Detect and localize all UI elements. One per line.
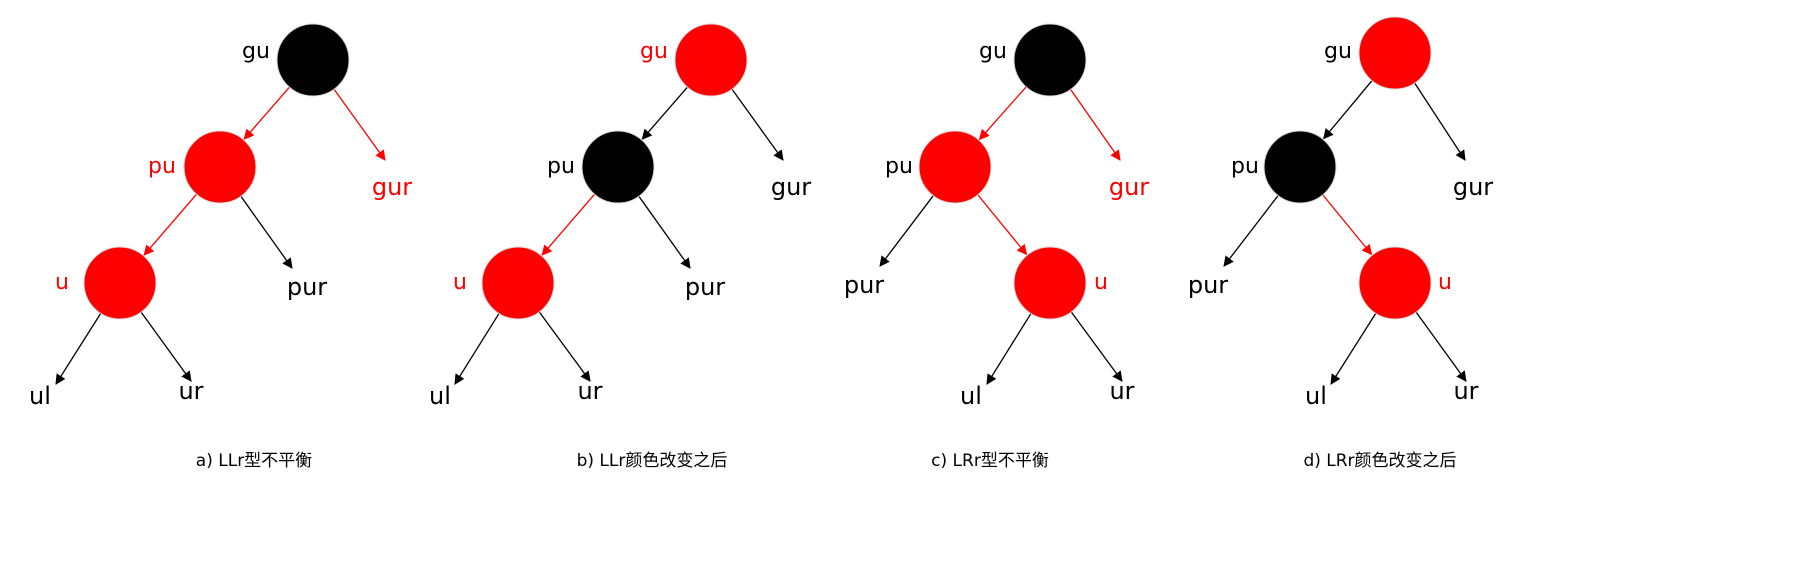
node-gu-label: gu: [640, 39, 668, 64]
edge-pu-to-pur: [879, 195, 934, 267]
edge-u-to-ur: [1070, 311, 1123, 382]
edge-gu-to-gur: [1070, 89, 1121, 161]
node-gu-circle: [276, 23, 350, 97]
edge-gu-to-gur: [731, 88, 784, 161]
edge-pu-to-pur: [240, 195, 293, 269]
node-pu-circle: [581, 130, 655, 204]
node-gu-circle: [1013, 23, 1087, 97]
edge-u-to-ul: [1330, 313, 1377, 385]
leaf-ur-label: ur: [1109, 377, 1134, 405]
edge-gu-to-gur: [333, 88, 386, 161]
edge-gu-to-pu: [641, 86, 688, 140]
leaf-pur-label: pur: [844, 271, 884, 299]
leaf-ul-label: ul: [1305, 382, 1327, 410]
node-gu-circle: [1358, 16, 1432, 90]
node-pu-circle: [1263, 130, 1337, 204]
edge-u-to-ur: [140, 311, 192, 382]
edge-u-to-ur: [538, 311, 591, 382]
panel-caption: a) LLr型不平衡: [196, 451, 312, 471]
leaf-gur-label: gur: [372, 173, 412, 201]
edge-pu-to-u: [977, 194, 1028, 256]
leaf-pur-label: pur: [287, 273, 327, 301]
panel-caption: d) LRr颜色改变之后: [1303, 451, 1456, 471]
node-pu-circle: [918, 130, 992, 204]
edge-gu-to-gur: [1414, 82, 1466, 161]
node-u-label: u: [1438, 270, 1452, 295]
edge-pu-to-pur: [638, 195, 691, 269]
leaf-ul-label: ul: [960, 382, 982, 410]
tree-panel-1: gu pu u gur pur ul ur a) LLr型不平衡: [29, 23, 412, 471]
node-gu-circle: [674, 23, 748, 97]
edge-u-to-ul: [454, 313, 500, 385]
leaf-gur-label: gur: [1453, 173, 1493, 201]
node-pu-label: pu: [547, 154, 575, 179]
node-pu-label: pu: [148, 154, 176, 179]
leaf-pur-label: pur: [685, 273, 725, 301]
node-u-circle: [83, 246, 157, 320]
leaf-pur-label: pur: [1188, 271, 1228, 299]
edge-pu-to-u: [143, 193, 197, 256]
node-gu-label: gu: [979, 39, 1007, 64]
node-u-label: u: [453, 270, 467, 295]
edge-u-to-ul: [986, 313, 1032, 385]
node-u-circle: [481, 246, 555, 320]
node-pu-label: pu: [1231, 154, 1259, 179]
leaf-gur-label: gur: [771, 173, 811, 201]
node-u-circle: [1358, 246, 1432, 320]
edge-pu-to-u: [1322, 194, 1373, 256]
edge-gu-to-pu: [1323, 80, 1373, 140]
node-pu-circle: [183, 130, 257, 204]
leaf-ur-label: ur: [1453, 377, 1478, 405]
tree-panel-4: gu pu u gur pur ul ur d) LRr颜色改变之后: [1188, 16, 1493, 471]
leaf-ul-label: ul: [29, 382, 51, 410]
node-u-label: u: [55, 270, 69, 295]
edge-u-to-ur: [1415, 311, 1467, 382]
edge-gu-to-pu: [243, 86, 290, 140]
node-gu-label: gu: [242, 39, 270, 64]
edge-pu-to-u: [541, 193, 595, 256]
leaf-ur-label: ur: [178, 377, 203, 405]
leaf-ur-label: ur: [577, 377, 602, 405]
tree-panel-2: gu pu u gur pur ul ur b) LLr颜色改变之后: [429, 23, 811, 471]
node-pu-label: pu: [885, 154, 913, 179]
panel-caption: b) LLr颜色改变之后: [577, 451, 728, 471]
edge-pu-to-pur: [1223, 195, 1279, 267]
tree-panel-3: gu pu u gur pur ul ur c) LRr型不平衡: [844, 23, 1149, 471]
leaf-ul-label: ul: [429, 382, 451, 410]
leaf-gur-label: gur: [1109, 173, 1149, 201]
panel-caption: c) LRr型不平衡: [931, 451, 1049, 471]
node-u-label: u: [1094, 270, 1108, 295]
edge-u-to-ul: [55, 313, 102, 385]
node-gu-label: gu: [1324, 39, 1352, 64]
node-u-circle: [1013, 246, 1087, 320]
edge-gu-to-pu: [978, 86, 1027, 141]
